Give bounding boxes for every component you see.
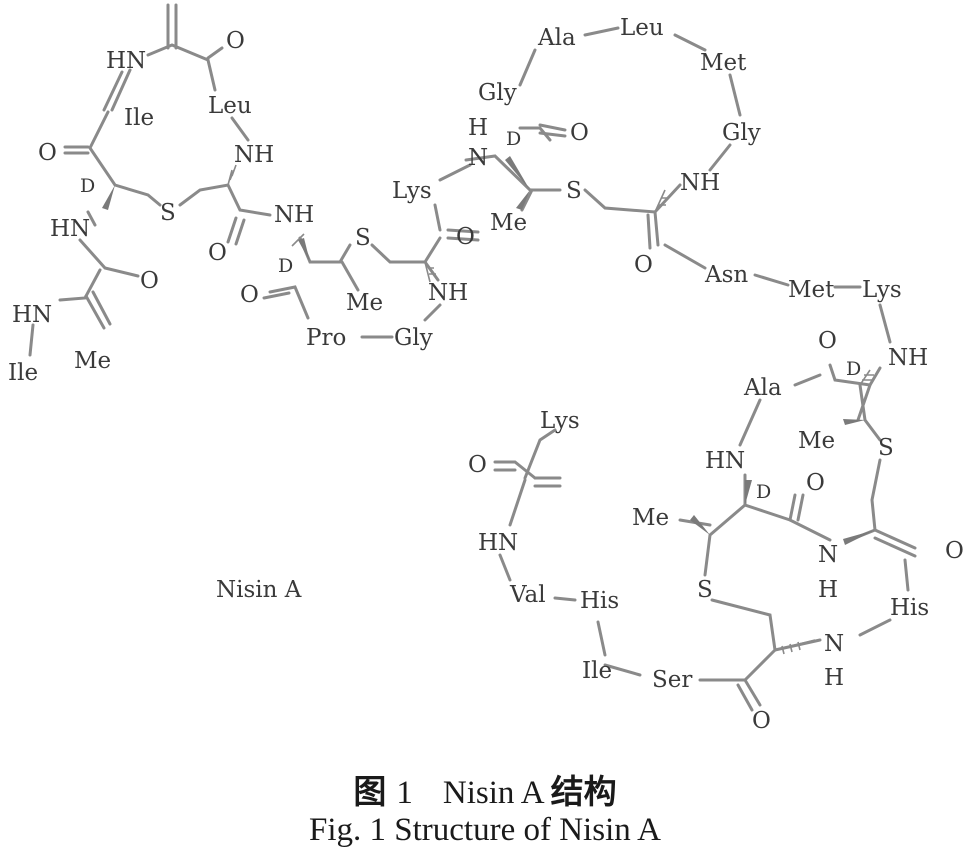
atom-label-ring2-d: D (278, 255, 293, 277)
atom-label-ring1-ile2: Ile (8, 360, 38, 386)
atom-label-ring2-pro: Pro (306, 325, 346, 351)
caption-cn-prefix: 图 (353, 772, 387, 811)
atom-label-ring4-n: N (818, 542, 838, 568)
atom-label-tail-ile: Ile (582, 658, 612, 684)
atom-label-ring3-n: N (468, 145, 488, 171)
atom-label-ring3-s: S (566, 178, 582, 204)
atom-label-ring4-d: D (846, 358, 861, 380)
caption-cn-suffix: 结构 (550, 772, 617, 811)
atom-label-ring4-s: S (878, 435, 894, 461)
atom-label-ring1-o2: O (38, 140, 57, 166)
atom-label-ring4-his: His (890, 595, 929, 621)
atom-label-ring4-s2: S (697, 577, 713, 603)
atom-label-ring1-leu: Leu (208, 93, 252, 119)
atom-label-tail-o: O (468, 452, 487, 478)
atom-label-ring3-gly2: Gly (478, 80, 517, 106)
atom-label-ring3-o2: O (634, 252, 653, 278)
atom-label-tail-lys: Lys (540, 408, 580, 434)
atom-label-ring1-s: S (160, 200, 176, 226)
atom-label-ring3-d: D (506, 128, 521, 150)
atom-label-tail-hn: HN (478, 530, 518, 556)
atom-label-ring2-nh: NH (428, 280, 468, 306)
atom-label-chain-met: Met (788, 277, 835, 303)
atom-label-ring1-hn2: HN (50, 216, 90, 242)
atom-label-tail-his: His (580, 588, 619, 614)
atom-label-ring4-nh: NH (888, 345, 928, 371)
atom-label-ring1-hn: HN (106, 48, 146, 74)
atom-label-ring4-ser: Ser (652, 667, 692, 693)
stereo-wedges (102, 156, 875, 545)
atom-label-ring4-hn: HN (705, 448, 745, 474)
atom-label-ring2-lys: Lys (392, 178, 432, 204)
atom-label-ring4-ala: Ala (743, 375, 782, 401)
atom-label-ring3-o1: O (570, 120, 589, 146)
atom-label-ring3-ala: Ala (537, 25, 576, 51)
atom-label-ring1-nh: NH (234, 142, 274, 168)
atom-label-ring1-ile: Ile (124, 105, 154, 131)
atom-label-ring4-o: O (818, 328, 837, 354)
atom-label-ring3-gly: Gly (722, 120, 761, 146)
atom-label-ring4-h: H (818, 577, 838, 603)
atom-label-ring2-gly: Gly (394, 325, 433, 351)
atom-label-ring1-o1: O (226, 28, 245, 54)
atom-label-ring1-o3: O (208, 240, 227, 266)
atom-label-chain-asn: Asn (704, 262, 748, 288)
atom-label-ring1-o4: O (140, 268, 159, 294)
atom-label-tail-val: Val (509, 582, 546, 608)
caption-figure-number: 1 (396, 775, 413, 811)
atom-label-ring1-nh2: NH (274, 202, 314, 228)
atom-label-ring3-me: Me (490, 210, 527, 236)
atom-label-ring3-leu: Leu (620, 15, 664, 41)
atom-label-ring3-met: Met (700, 50, 747, 76)
atom-label-ring2-me: Me (346, 290, 383, 316)
atom-label-ring4-me2: Me (632, 505, 669, 531)
atom-label-ring1-me: Me (74, 348, 111, 374)
atom-label-ring4-h2: H (824, 665, 844, 691)
atom-label-ring2-o1: O (240, 282, 259, 308)
caption-english: Fig. 1 Structure of Nisin A (309, 812, 661, 848)
atom-label-chain-lys: Lys (862, 277, 902, 303)
atom-label-ring1-hn3: HN (12, 302, 52, 328)
stereo-hashes (227, 164, 874, 655)
bond-lines (28, 3, 917, 712)
atom-label-ring4-o4: O (752, 708, 771, 734)
atom-label-ring3-nh: NH (680, 170, 720, 196)
atom-label-ring1-d: D (80, 175, 95, 197)
atom-label-ring4-o3: O (945, 538, 964, 564)
atom-label-ring4-d2: D (756, 481, 771, 503)
caption-compound-name: Nisin A (442, 775, 545, 811)
compound-name-label: Nisin A (216, 577, 302, 603)
atom-label-ring3-h: H (468, 115, 488, 141)
atom-label-ring2-o2: O (456, 224, 475, 250)
atom-label-ring4-me: Me (798, 428, 835, 454)
atom-label-ring4-o2: O (806, 470, 825, 496)
atom-label-ring2-s: S (355, 225, 371, 251)
atom-label-ring4-n2: N (824, 631, 844, 657)
